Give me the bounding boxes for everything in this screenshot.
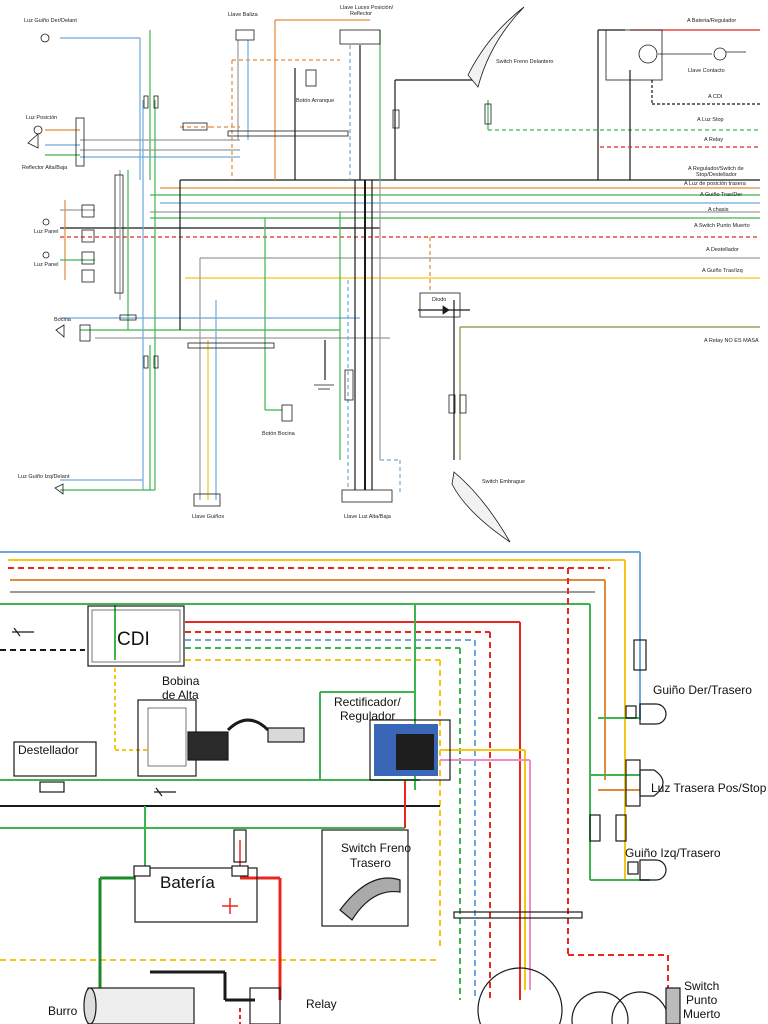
label-a-guino-tras-izq: A Guiño Tras/Izq xyxy=(702,268,743,274)
label-a-regulador-2: Stop/Destellador xyxy=(696,172,737,178)
label-boton-bocina: Botón Bocina xyxy=(262,431,296,437)
label-a-destellador: A Destellador xyxy=(706,247,739,253)
label-diodo: Diodo xyxy=(432,297,446,303)
label-llave-luz-alta-baja: Llave Luz Alta/Baja xyxy=(344,514,392,520)
switch-freno-trasero-box xyxy=(321,829,409,927)
label-burro: Burro xyxy=(48,1004,78,1018)
label-bocina: Bocina xyxy=(54,317,72,323)
label-luz-posicion: Luz Posición xyxy=(26,115,57,121)
label-bobina-1: Bobina xyxy=(162,674,200,688)
label-switch-punto-muerto-1: Switch xyxy=(684,979,719,993)
label-destellador: Destellador xyxy=(18,743,79,757)
label-boton-arranque: Botón Arranque xyxy=(296,98,334,104)
label-switch-freno-trasero-1: Switch Freno xyxy=(341,841,411,855)
label-luz-guino-der-delant: Luz Guiño Der/Delant xyxy=(24,18,77,24)
burro-box xyxy=(87,987,195,1024)
label-guino-der-trasero: Guiño Der/Trasero xyxy=(653,683,752,697)
label-rectificador-1: Rectificador/ xyxy=(334,695,401,709)
label-llave-baliza: Llave Baliza xyxy=(228,12,259,18)
label-a-relay: A Relay xyxy=(704,137,723,143)
label-guino-izq-trasero: Guiño Izq/Trasero xyxy=(625,846,721,860)
bottom-labels: CDI Bobina de Alta Rectificador/ Regulad… xyxy=(18,629,767,1021)
label-switch-freno-delantero: Switch Freno Delantero xyxy=(496,59,553,65)
label-bobina-2: de Alta xyxy=(162,688,199,702)
label-switch-embrague: Switch Embrague xyxy=(482,479,525,485)
bottom-components xyxy=(12,605,681,1024)
bujia-pipa xyxy=(187,731,229,761)
label-luz-panel-2: Luz Panel xyxy=(34,262,58,268)
top-labels: Luz Guiño Der/Delant Llave Baliza Llave … xyxy=(18,5,759,520)
label-switch-freno-trasero-2: Trasero xyxy=(350,856,391,870)
relay-box xyxy=(249,987,281,1024)
label-a-chasis: A chasis xyxy=(708,207,729,213)
label-a-bateria-regulador: A Bateria/Regulador xyxy=(687,18,736,24)
label-a-regulador-1: A Regulador/Switch de xyxy=(688,166,744,172)
label-switch-punto-muerto-2: Punto xyxy=(686,993,718,1007)
label-a-cdi: A CDI xyxy=(708,94,723,100)
label-llave-luces-2: Reflector xyxy=(350,11,372,17)
label-reflector-alta-baja: Reflector Alta/Baja xyxy=(22,165,68,171)
top-components xyxy=(27,6,746,543)
label-luz-guino-izq-delant: Luz Guiño Izq/Delant xyxy=(18,474,70,480)
label-llave-guinos: Llave Guiños xyxy=(192,514,224,520)
bateria-box xyxy=(134,867,258,923)
label-luz-panel-1: Luz Panel xyxy=(34,229,58,235)
label-rectificador-2: Regulador xyxy=(340,709,395,723)
label-luz-trasera-pos-stop: Luz Trasera Pos/Stop xyxy=(651,781,767,795)
label-llave-contacto: Llave Contacto xyxy=(688,68,725,74)
bottom-wiring xyxy=(0,551,669,1024)
label-a-luz-posicion-trasera: A Luz de posición trasera xyxy=(684,181,747,187)
rectificador-box xyxy=(369,719,451,781)
label-a-luz-stop: A Luz Stop xyxy=(697,117,724,123)
cdi-box xyxy=(87,605,185,667)
label-switch-punto-muerto-3: Muerto xyxy=(683,1007,721,1021)
destellador-box xyxy=(13,741,97,777)
label-cdi: CDI xyxy=(117,629,150,650)
top-wiring xyxy=(45,19,760,500)
label-a-guino-tras-der: A Guiño Tras/Der xyxy=(700,192,742,198)
bobina-box xyxy=(137,699,197,777)
label-a-switch-punto-muerto: A Switch Punto Muerto xyxy=(694,223,750,229)
label-relay: Relay xyxy=(306,997,337,1011)
label-llave-luces-1: Llave Luces Posición/ xyxy=(340,5,394,11)
label-bateria: Batería xyxy=(160,873,215,892)
label-a-relay-no-es-masa: A Relay NO ES MASA xyxy=(704,338,759,344)
